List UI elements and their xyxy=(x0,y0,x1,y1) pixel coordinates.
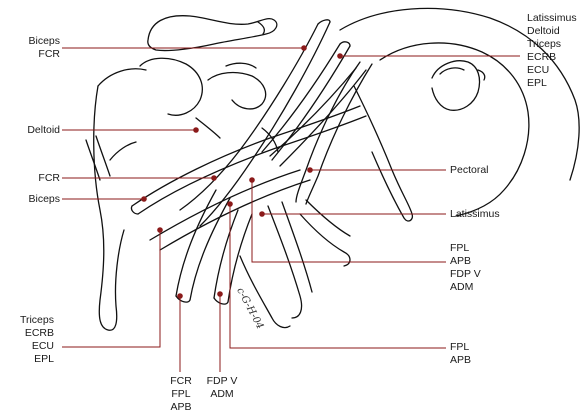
label-deltoid: Deltoid xyxy=(8,124,60,137)
label-bottom-mid: FDP V ADM xyxy=(202,375,242,401)
label-text: Deltoid xyxy=(8,124,60,137)
label-top-right: Latissimus Deltoid Triceps ECRB ECU EPL xyxy=(527,12,577,90)
dot-fpl-group xyxy=(249,177,255,183)
dot-pectoral xyxy=(307,167,313,173)
label-text: ECRB xyxy=(8,327,54,340)
label-text: FCR xyxy=(8,172,60,185)
label-text: APB xyxy=(164,401,198,414)
label-fpl-apb: FPL APB xyxy=(450,341,471,367)
label-text: Deltoid xyxy=(527,25,577,38)
label-biceps-fcr: Biceps FCR xyxy=(8,35,60,61)
label-text: FPL xyxy=(164,388,198,401)
dot-latissimus xyxy=(259,211,265,217)
label-latissimus: Latissimus xyxy=(450,208,500,221)
label-text: FDP V xyxy=(450,268,481,281)
dot-biceps xyxy=(141,196,147,202)
label-pectoral: Pectoral xyxy=(450,164,489,177)
label-text: APB xyxy=(450,255,481,268)
label-text: Latissimus xyxy=(527,12,577,25)
label-text: Biceps xyxy=(8,35,60,48)
label-text: FCR xyxy=(164,375,198,388)
label-fcr: FCR xyxy=(8,172,60,185)
label-triceps-group: Triceps ECRB ECU EPL xyxy=(8,314,54,366)
dot-bottom-left xyxy=(177,293,183,299)
dot-triceps-group xyxy=(157,227,163,233)
label-bottom-left: FCR FPL APB xyxy=(164,375,198,414)
label-text: ECRB xyxy=(527,51,577,64)
dot-fpl-apb xyxy=(227,201,233,207)
label-text: EPL xyxy=(8,353,54,366)
dot-fcr xyxy=(211,175,217,181)
label-text: Triceps xyxy=(8,314,54,327)
dot-deltoid xyxy=(193,127,199,133)
dot-top-right xyxy=(337,53,343,59)
label-text: FPL xyxy=(450,341,471,354)
label-fpl-group: FPL APB FDP V ADM xyxy=(450,242,481,294)
dot-biceps-fcr xyxy=(301,45,307,51)
label-text: ECU xyxy=(8,340,54,353)
label-text: ADM xyxy=(450,281,481,294)
label-text: FPL xyxy=(450,242,481,255)
label-text: Latissimus xyxy=(450,208,500,221)
label-text: EPL xyxy=(527,77,577,90)
label-text: APB xyxy=(450,354,471,367)
dot-bottom-mid xyxy=(217,291,223,297)
label-text: ADM xyxy=(202,388,242,401)
label-text: Biceps xyxy=(8,193,60,206)
label-text: Triceps xyxy=(527,38,577,51)
label-text: FDP V xyxy=(202,375,242,388)
label-text: Pectoral xyxy=(450,164,489,177)
label-biceps: Biceps xyxy=(8,193,60,206)
label-text: FCR xyxy=(8,48,60,61)
label-text: ECU xyxy=(527,64,577,77)
